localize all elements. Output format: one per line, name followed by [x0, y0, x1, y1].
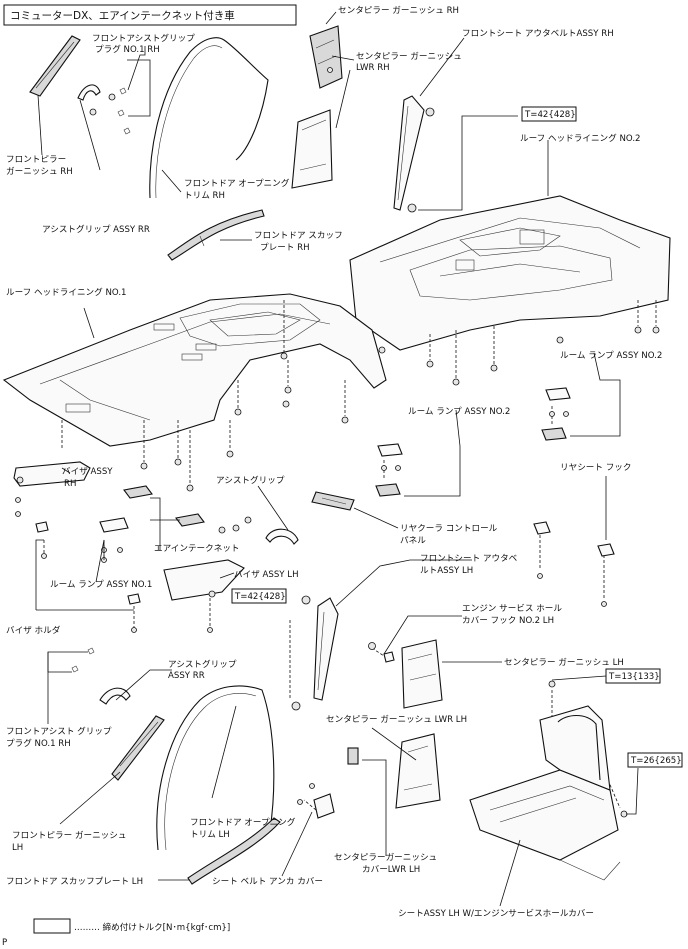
- label-front-seat-outer-belt-lh-2: ルトASSY LH: [420, 566, 473, 576]
- front-pillar-garnish-lh: [111, 715, 165, 781]
- label-rear-cooler-control-panel-1: リヤクーラ コントロール: [400, 523, 498, 534]
- part-labels: センタピラー ガーニッシュ RH フロントアシストグリップ プラグ NO.1 R…: [6, 5, 662, 919]
- front-pillar-garnish-rh: [29, 35, 81, 97]
- label-rear-cooler-control-panel-2: パネル: [400, 535, 426, 546]
- center-pillar-garnish-lwr-rh: [291, 109, 333, 189]
- room-lamp-no2-upper: [541, 387, 571, 441]
- legend-torque-box: [33, 918, 71, 934]
- front-assist-grip-plug-lower: [71, 647, 95, 673]
- front-seat-outer-belt-rh: [393, 95, 435, 213]
- front-door-scuff-plate-rh: [167, 209, 265, 261]
- label-visor-holder: バイザ ホルダ: [6, 624, 61, 636]
- label-front-door-opening-trim-lh-2: トリム LH: [190, 829, 230, 840]
- torque-box-belt-rh: T=42{428}: [521, 106, 577, 122]
- label-front-pillar-garnish-rh-2: ガーニッシュ RH: [6, 166, 73, 177]
- title-box: コミューターDX、エアインテークネット付き車: [3, 4, 297, 26]
- assist-grip-rr-top: [77, 84, 131, 135]
- label-room-lamp-no2-a: ルーム ランプ ASSY NO.2: [560, 350, 662, 361]
- label-visor-assy-lh: バイザ ASSY LH: [234, 569, 299, 580]
- center-pillar-garnish-rh: [309, 25, 343, 89]
- room-lamp-no2-middle: [375, 443, 403, 497]
- label-front-pillar-garnish-lh-1: フロントピラー ガーニッシュ: [12, 830, 126, 841]
- torque-box-seat-lh: T=26{265}: [627, 752, 683, 768]
- label-room-lamp-no2-b: ルーム ランプ ASSY NO.2: [408, 406, 510, 417]
- label-front-seat-outer-belt-lh-1: フロントシート アウタベ: [420, 553, 518, 564]
- visor-holder-clips: [35, 521, 141, 633]
- label-assist-grip-assy-rr: アシストグリップ ASSY RR: [42, 223, 150, 235]
- torque-seat-lh: T=26{265}: [630, 756, 682, 766]
- label-engine-service-hole-cover-hook-2: カバー フック NO.2 LH: [462, 615, 554, 626]
- assist-grip-rr-lower: [99, 687, 131, 705]
- center-pillar-garnish-lwr-lh: [347, 733, 441, 809]
- seat-assy-lh: [469, 680, 628, 881]
- label-assist-grip: アシストグリップ: [216, 474, 285, 486]
- label-assist-grip-assy-rr-lower-2: ASSY RR: [168, 671, 205, 681]
- room-lamp-no1: [99, 517, 129, 563]
- label-front-door-opening-trim-rh-2: トリム RH: [184, 190, 225, 201]
- engine-service-hole-cover-hook: [368, 642, 395, 663]
- front-door-opening-trim-lh: [156, 685, 275, 851]
- label-front-assist-grip-plug-rh-lower-1: フロントアシスト グリップ: [6, 725, 112, 737]
- torque-center-pillar-lh: T=13{133}: [608, 672, 660, 682]
- label-center-pillar-garnish-lwr-rh-1: センタピラー ガーニッシュ: [356, 51, 462, 62]
- visor-assy-rh: [13, 461, 91, 517]
- rear-cooler-control-panel: [311, 491, 355, 511]
- torque-belt-rh: T=42{428}: [524, 110, 576, 120]
- label-center-pillar-garnish-rh: センタピラー ガーニッシュ RH: [338, 5, 459, 16]
- legend-text: ……… 締め付けトルク[N･m{kgf･cm}]: [74, 921, 230, 933]
- label-center-pillar-garnish-cover-lwr-lh-2: カバーLWR LH: [362, 864, 420, 875]
- air-intake-net-1: [123, 485, 153, 499]
- label-center-pillar-garnish-lh: センタピラー ガーニッシュ LH: [504, 657, 624, 668]
- roof-headlining-no2: [349, 195, 671, 351]
- torque-box-center-pillar-lh: T=13{133}: [605, 668, 661, 684]
- label-visor-assy-rh-2: RH: [64, 479, 76, 489]
- label-roof-headlining-no1: ルーフ ヘッドライニング NO.1: [6, 286, 127, 298]
- front-door-opening-trim-rh: [149, 37, 269, 199]
- label-visor-assy-rh-1: バイザ ASSY: [62, 466, 113, 477]
- label-front-pillar-garnish-lh-2: LH: [12, 843, 23, 853]
- rear-seat-hook: [533, 521, 615, 607]
- assist-grip-mid: [218, 516, 299, 545]
- front-seat-outer-belt-lh: [291, 595, 339, 711]
- center-pillar-garnish-lh: [401, 639, 443, 709]
- label-rear-seat-hook: リヤシート フック: [560, 462, 631, 473]
- label-front-door-opening-trim-rh-1: フロントドア オープニング: [184, 177, 290, 189]
- label-front-door-scuff-plate-rh-2: プレート RH: [260, 242, 310, 253]
- torque-box-belt-lh: T=42{428}: [231, 588, 287, 604]
- front-door-scuff-plate-lh: [187, 817, 281, 885]
- label-front-assist-grip-plug-rh-1: フロントアシストグリップ: [92, 32, 195, 44]
- label-assist-grip-assy-rr-lower-1: アシストグリップ: [168, 658, 237, 670]
- legend: ……… 締め付けトルク[N･m{kgf･cm}]: [33, 918, 230, 934]
- label-front-seat-outer-belt-rh: フロントシート アウタベルトASSY RH: [462, 28, 614, 39]
- label-seat-assy-lh: シートASSY LH W/エンジンサービスホールカバー: [398, 908, 594, 919]
- label-center-pillar-garnish-cover-lwr-lh-1: センタピラーガーニッシュ: [334, 852, 437, 863]
- label-seat-belt-anchor-cover: シート ベルト アンカ カバー: [212, 876, 323, 887]
- label-air-intake-net: エアインテークネット: [154, 543, 240, 554]
- title-text: コミューターDX、エアインテークネット付き車: [10, 9, 235, 22]
- visor-assy-lh: [163, 559, 245, 633]
- label-room-lamp-no1: ルーム ランプ ASSY NO.1: [50, 579, 152, 590]
- label-front-assist-grip-plug-rh-2: プラグ NO.1 RH: [95, 43, 160, 55]
- label-front-door-scuff-plate-lh: フロントドア スカッフプレート LH: [6, 876, 143, 887]
- torque-belt-lh: T=42{428}: [234, 592, 286, 602]
- leader-lines: [35, 11, 639, 907]
- label-front-door-scuff-plate-rh-1: フロントドア スカッフ: [254, 230, 343, 241]
- seat-belt-anchor-cover: [297, 783, 335, 819]
- label-front-pillar-garnish-rh-1: フロントピラー: [6, 154, 66, 165]
- roof-clips: [140, 326, 660, 492]
- label-roof-headlining-no2: ルーフ ヘッドライニング NO.2: [520, 132, 641, 144]
- label-front-door-opening-trim-lh-1: フロントドア オープニング: [190, 816, 296, 828]
- air-intake-net-2: [175, 513, 205, 527]
- label-engine-service-hole-cover-hook-1: エンジン サービス ホール: [462, 603, 562, 614]
- roof-headlining-no1: [2, 293, 387, 447]
- label-center-pillar-garnish-lwr-lh: センタピラー ガーニッシュ LWR LH: [326, 714, 467, 725]
- page-marker: P: [2, 938, 7, 948]
- label-center-pillar-garnish-lwr-rh-2: LWR RH: [356, 63, 390, 73]
- label-front-assist-grip-plug-rh-lower-2: プラグ NO.1 RH: [6, 737, 71, 749]
